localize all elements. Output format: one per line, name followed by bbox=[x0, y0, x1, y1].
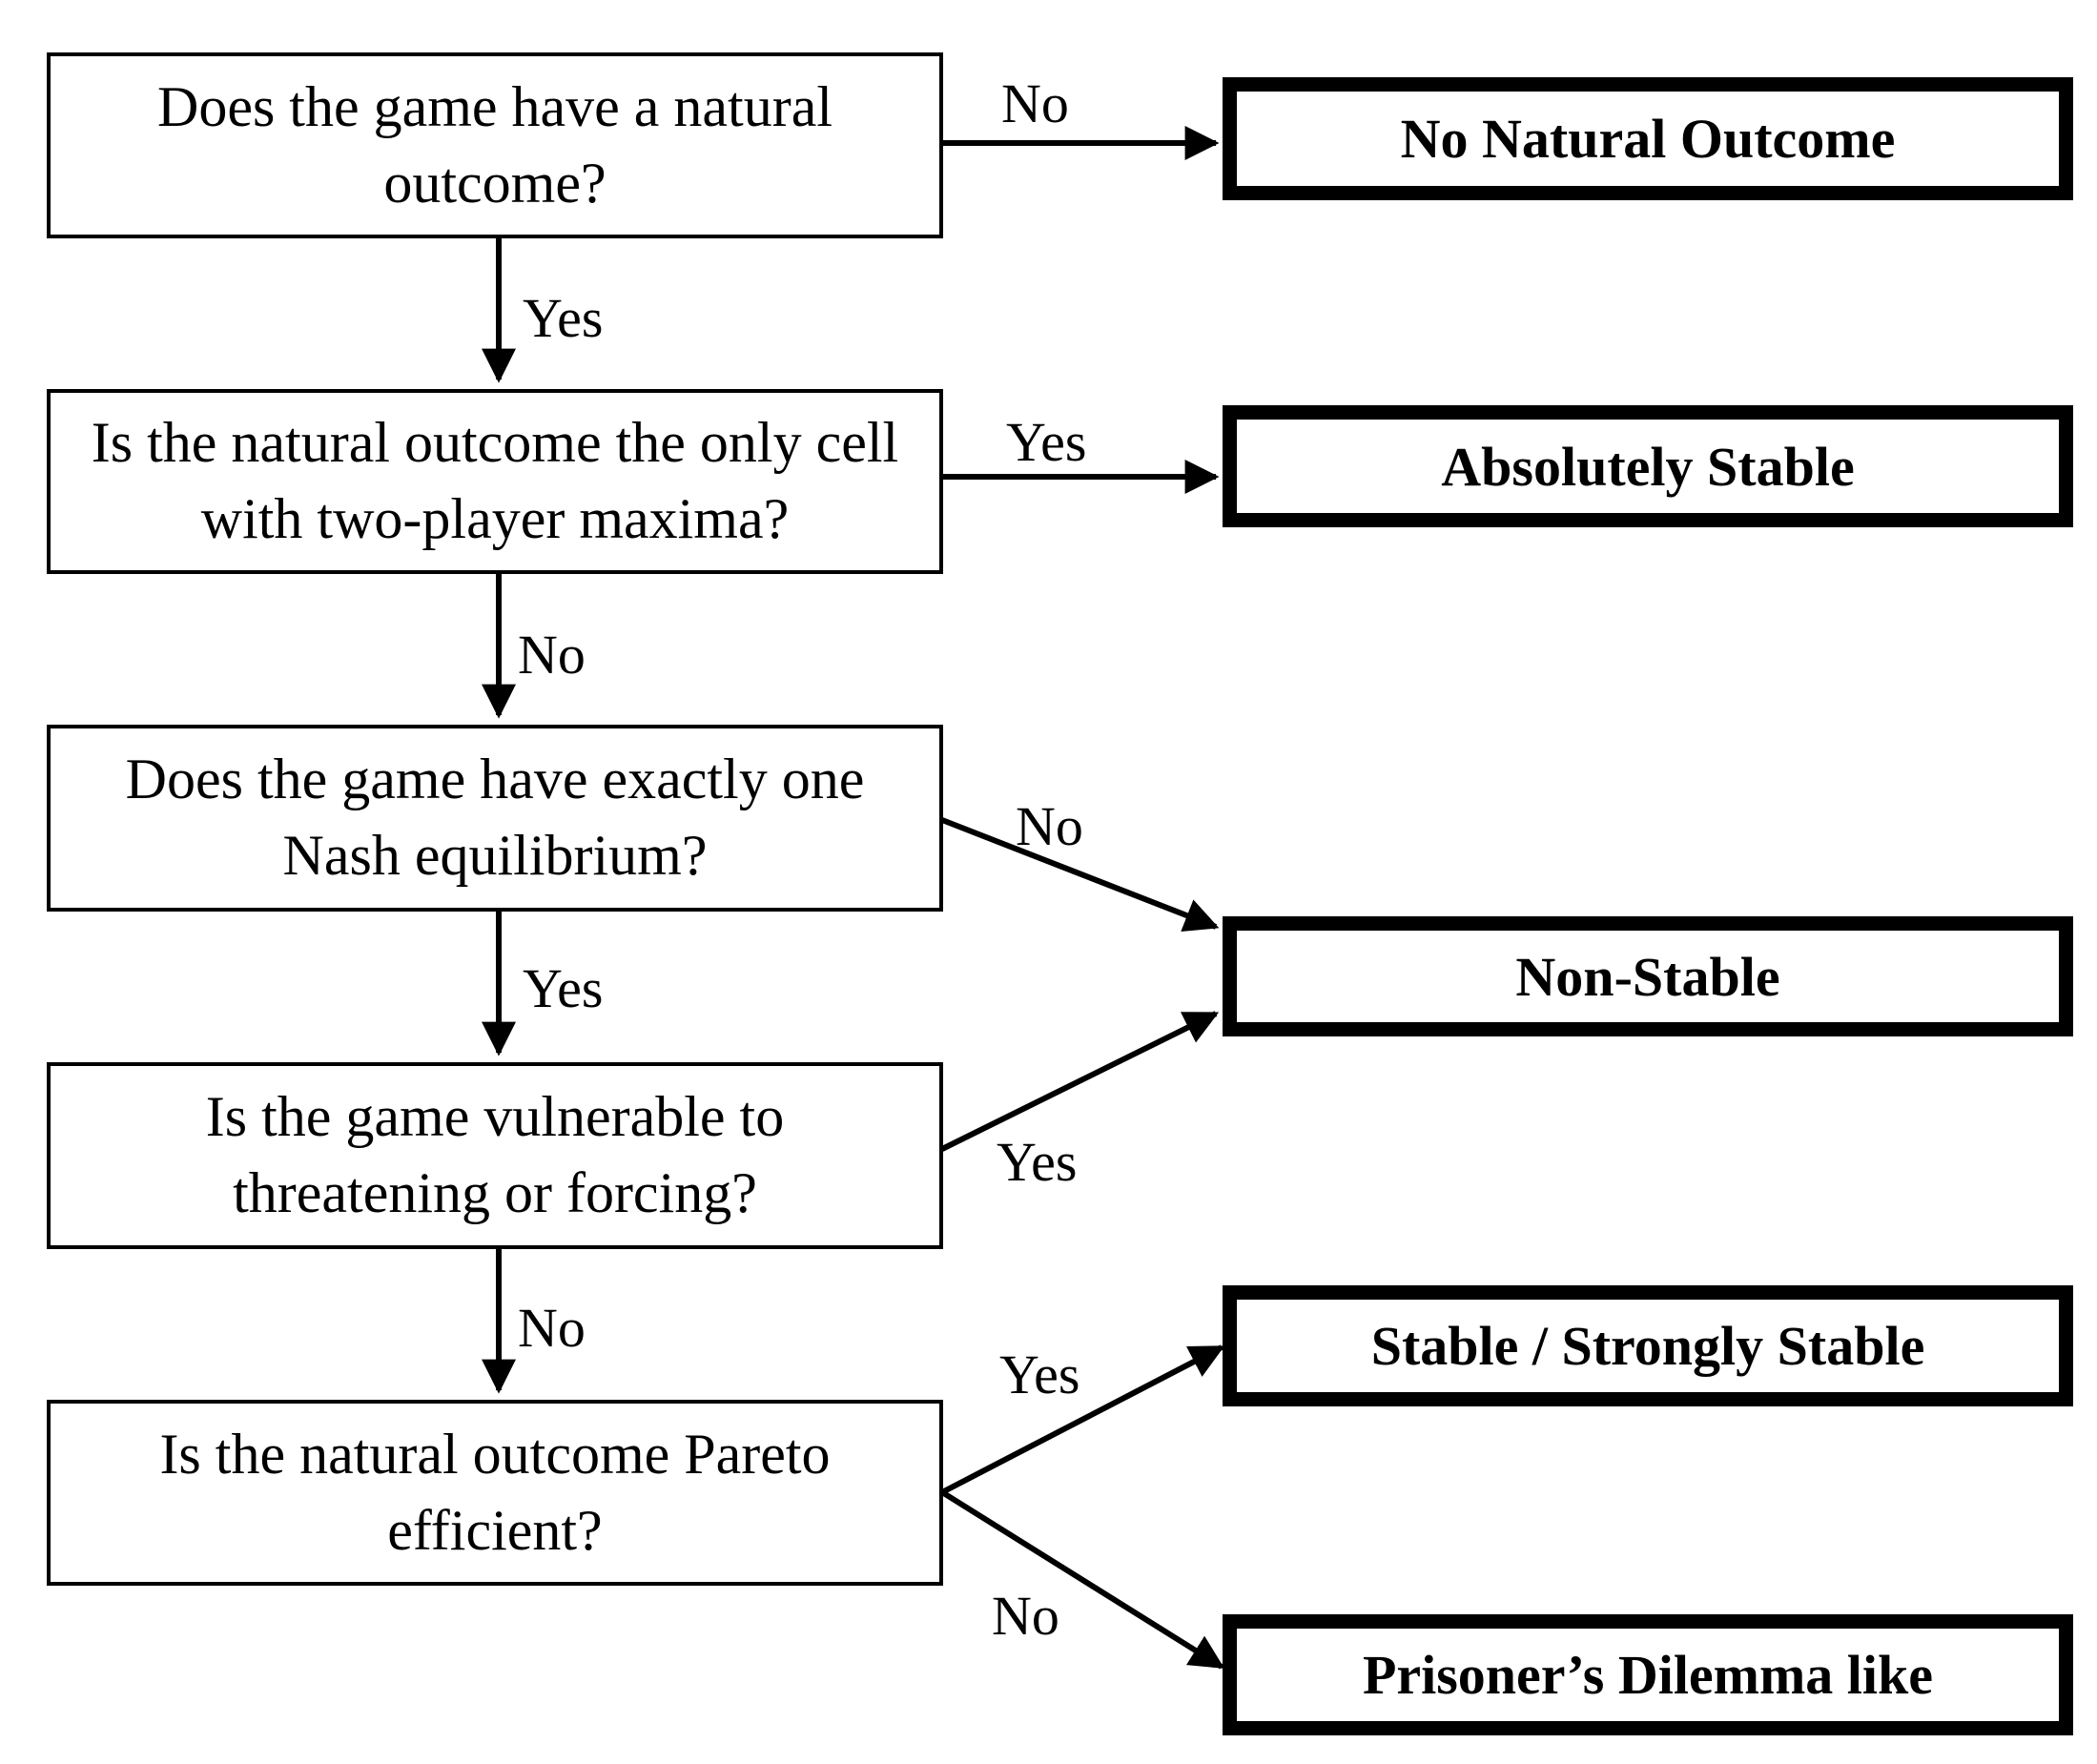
edge-label-q2-o2: Yes bbox=[1006, 411, 1087, 473]
outcome-box-absolutely-stable: Absolutely Stable bbox=[1223, 405, 2073, 527]
outcome-text: Prisoner’s Dilemma like bbox=[1362, 1644, 1934, 1706]
question-box-two-player-maxima: Is the natural outcome the only cell wit… bbox=[47, 389, 943, 574]
arrow-q5-o4 bbox=[940, 1344, 1225, 1495]
edge-label-q4-q5: No bbox=[518, 1297, 586, 1359]
edge-label-q3-o3: No bbox=[1016, 795, 1083, 857]
arrow-q5-o5 bbox=[940, 1489, 1225, 1670]
outcome-text: Non-Stable bbox=[1515, 945, 1780, 1008]
edge-label-q1-q2: Yes bbox=[523, 287, 604, 349]
question-text: Does the game have a natural outcome? bbox=[156, 74, 833, 215]
arrow-q4-o3 bbox=[940, 1011, 1220, 1152]
question-box-natural-outcome: Does the game have a natural outcome? bbox=[47, 52, 943, 238]
question-text: Is the natural outcome Pareto efficient? bbox=[159, 1422, 831, 1562]
question-text: Is the game vulnerable to threatening or… bbox=[205, 1085, 785, 1224]
outcome-text: Stable / Strongly Stable bbox=[1370, 1315, 1925, 1377]
edge-label-q3-q4: Yes bbox=[523, 957, 604, 1019]
outcome-box-no-natural-outcome: No Natural Outcome bbox=[1223, 77, 2073, 200]
outcome-box-stable-strongly-stable: Stable / Strongly Stable bbox=[1223, 1285, 2073, 1406]
outcome-text: Absolutely Stable bbox=[1441, 435, 1855, 498]
outcome-box-prisoners-dilemma: Prisoner’s Dilemma like bbox=[1223, 1614, 2073, 1735]
edge-label-q2-q3: No bbox=[518, 624, 586, 686]
edge-label-q1-o1: No bbox=[1001, 72, 1069, 134]
outcome-box-non-stable: Non-Stable bbox=[1223, 916, 2073, 1036]
question-box-pareto-efficient: Is the natural outcome Pareto efficient? bbox=[47, 1400, 943, 1586]
question-box-threatening-forcing: Is the game vulnerable to threatening or… bbox=[47, 1062, 943, 1249]
edge-label-q5-o5: No bbox=[992, 1585, 1059, 1647]
arrow-q3-o3 bbox=[940, 817, 1220, 932]
edge-label-q5-o4: Yes bbox=[999, 1344, 1080, 1405]
question-text: Is the natural outcome the only cell wit… bbox=[91, 411, 899, 550]
outcome-text: No Natural Outcome bbox=[1400, 108, 1896, 170]
question-box-nash-equilibrium: Does the game have exactly one Nash equi… bbox=[47, 725, 943, 912]
edge-label-q4-o3: Yes bbox=[997, 1131, 1078, 1193]
question-text: Does the game have exactly one Nash equi… bbox=[125, 748, 865, 887]
